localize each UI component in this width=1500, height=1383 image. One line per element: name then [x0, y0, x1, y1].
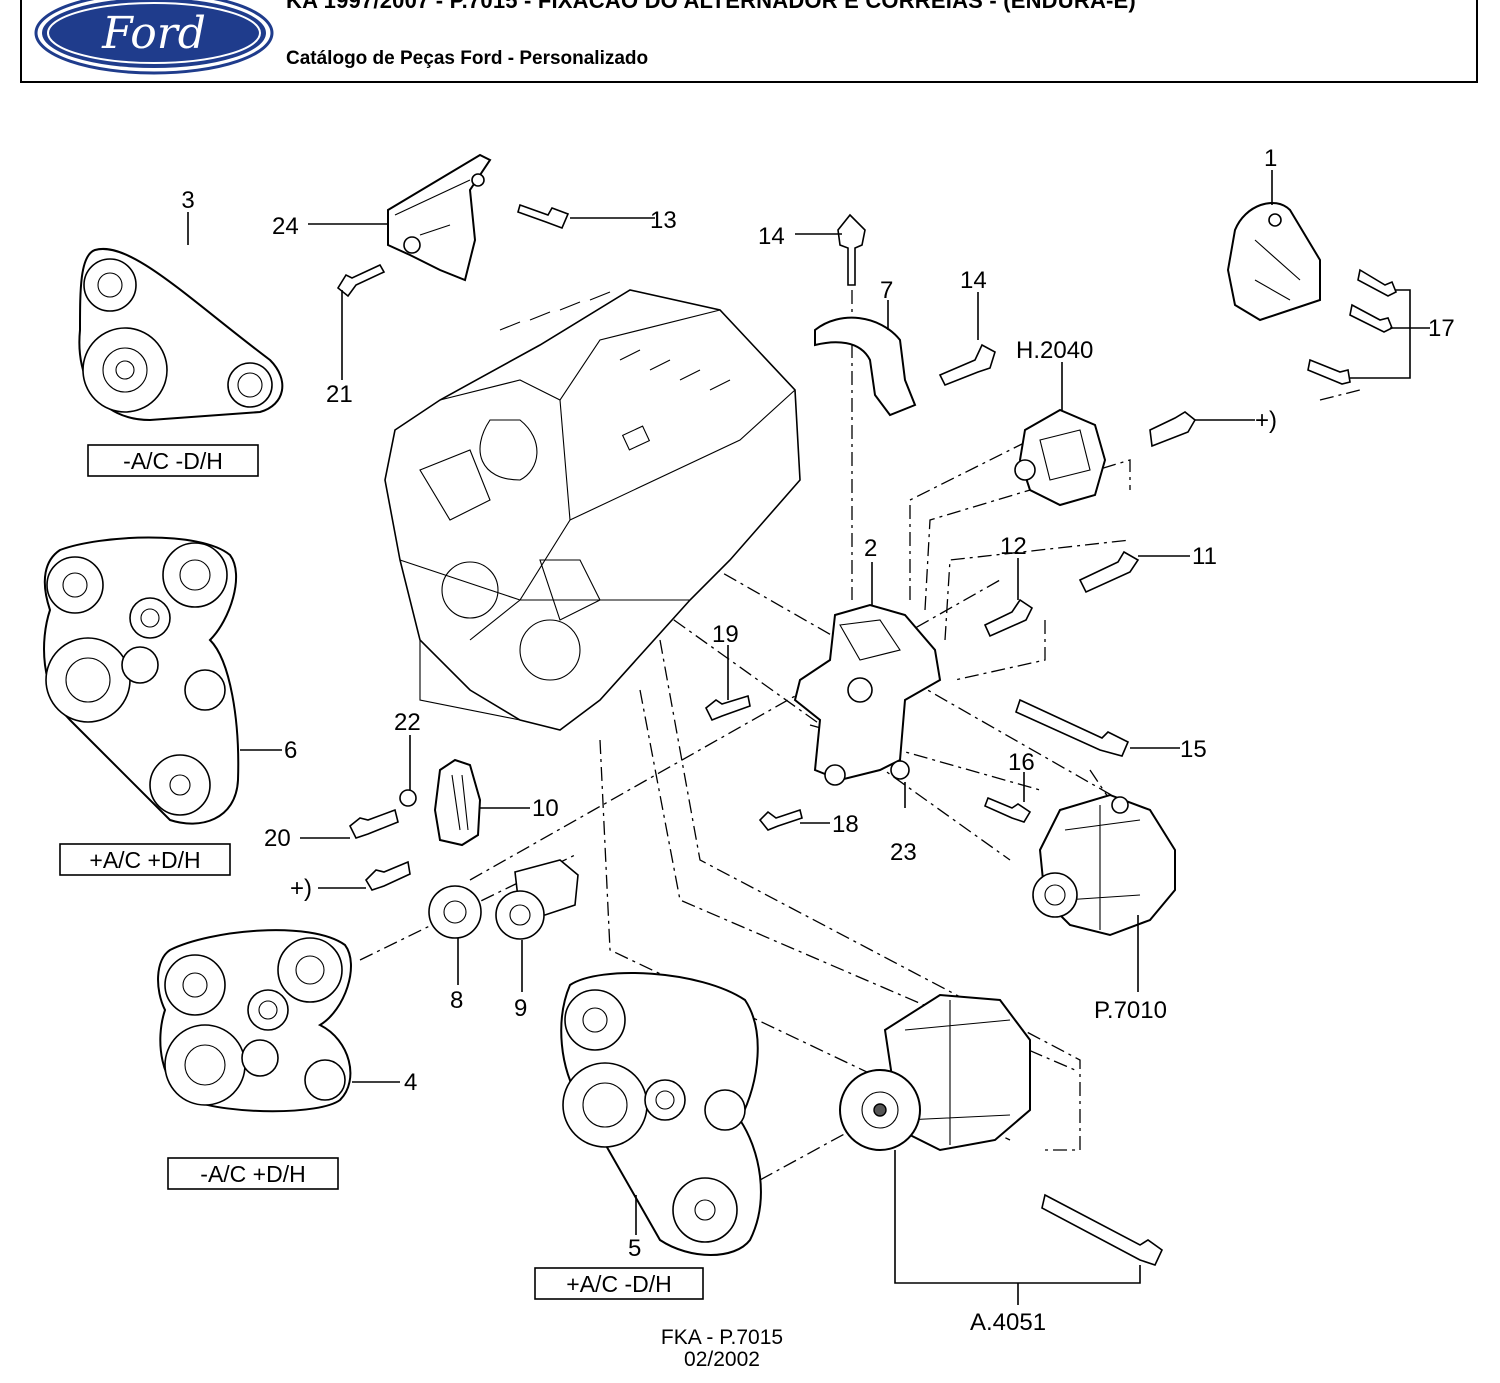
bracket-1	[1226, 201, 1398, 385]
drive-belt-5	[560, 972, 762, 1256]
drive-belt-6	[43, 536, 240, 825]
callout-labels: 3 24 13 21 14 7 14 1 17 H.2040 +) 2 12 1…	[181, 145, 1454, 1336]
leader-lines	[187, 170, 1430, 1305]
callout-6: 6	[284, 737, 297, 764]
power-steering-pump	[1014, 408, 1197, 507]
ford-logo: Ford	[34, 0, 274, 75]
callout-20: 20	[264, 825, 291, 852]
callout-9: 9	[514, 995, 527, 1022]
config-label-6: +A/C +D/H	[89, 847, 200, 873]
callout-22: 22	[394, 709, 421, 736]
ford-logo-text: Ford	[101, 8, 206, 59]
footer-date: 02/2002	[684, 1348, 760, 1371]
callout-16: 16	[1008, 749, 1035, 776]
callout-23: 23	[890, 839, 917, 866]
callout-17: 17	[1428, 315, 1455, 342]
config-box-6	[59, 843, 231, 876]
alternator	[1032, 793, 1176, 937]
callout-21: 21	[326, 381, 353, 408]
callout-2: 2	[864, 535, 877, 562]
mount-7	[814, 213, 996, 417]
configuration-labels: -A/C -D/H +A/C +D/H -A/C +D/H +A/C -D/H	[59, 444, 704, 1300]
callout-5: 5	[628, 1235, 641, 1262]
callout-13: 13	[650, 207, 677, 234]
header-box: Ford KA 1997/2007 - P.7015 - FIXACAO DO …	[20, 0, 1478, 83]
callout-7: 7	[880, 277, 893, 304]
callout-24: 24	[272, 213, 299, 240]
callout-8: 8	[450, 987, 463, 1014]
config-box-4	[167, 1157, 339, 1190]
footer-code: FKA - P.7015	[661, 1326, 783, 1349]
callout-plus-a: +)	[1255, 407, 1277, 434]
config-label-4: -A/C +D/H	[200, 1161, 305, 1187]
callout-1: 1	[1264, 145, 1277, 172]
engine-block	[384, 289, 801, 731]
ac-compressor	[839, 993, 1164, 1266]
diagram-footer: FKA - P.7015 02/2002	[661, 1326, 783, 1371]
callout-plus-b: +)	[290, 875, 312, 902]
tensioner-parts	[348, 758, 579, 940]
callout-15: 15	[1180, 736, 1207, 763]
callout-12: 12	[1000, 533, 1027, 560]
ref-p7010: P.7010	[1094, 997, 1167, 1024]
config-label-3: -A/C -D/H	[123, 448, 223, 474]
callout-14-top: 14	[758, 223, 785, 250]
drive-belt-4	[157, 929, 352, 1113]
ref-a4051: A.4051	[970, 1309, 1046, 1336]
callout-3: 3	[181, 187, 194, 214]
page-subtitle: Catálogo de Peças Ford - Personalizado	[286, 48, 649, 69]
ref-h2040: H.2040	[1016, 337, 1093, 364]
callout-19: 19	[712, 621, 739, 648]
callout-18: 18	[832, 811, 859, 838]
config-box-5	[534, 1267, 704, 1300]
callout-10: 10	[532, 795, 559, 822]
callout-14-right: 14	[960, 267, 987, 294]
drive-belt-3	[78, 247, 284, 422]
config-label-5: +A/C -D/H	[566, 1271, 671, 1297]
callout-11: 11	[1192, 543, 1217, 570]
config-box-3	[87, 444, 259, 477]
callout-4: 4	[404, 1069, 417, 1096]
bracket-24	[336, 153, 570, 298]
alternator-bracket-2	[704, 550, 1140, 831]
page-title: KA 1997/2007 - P.7015 - FIXACAO DO ALTER…	[286, 0, 1136, 13]
